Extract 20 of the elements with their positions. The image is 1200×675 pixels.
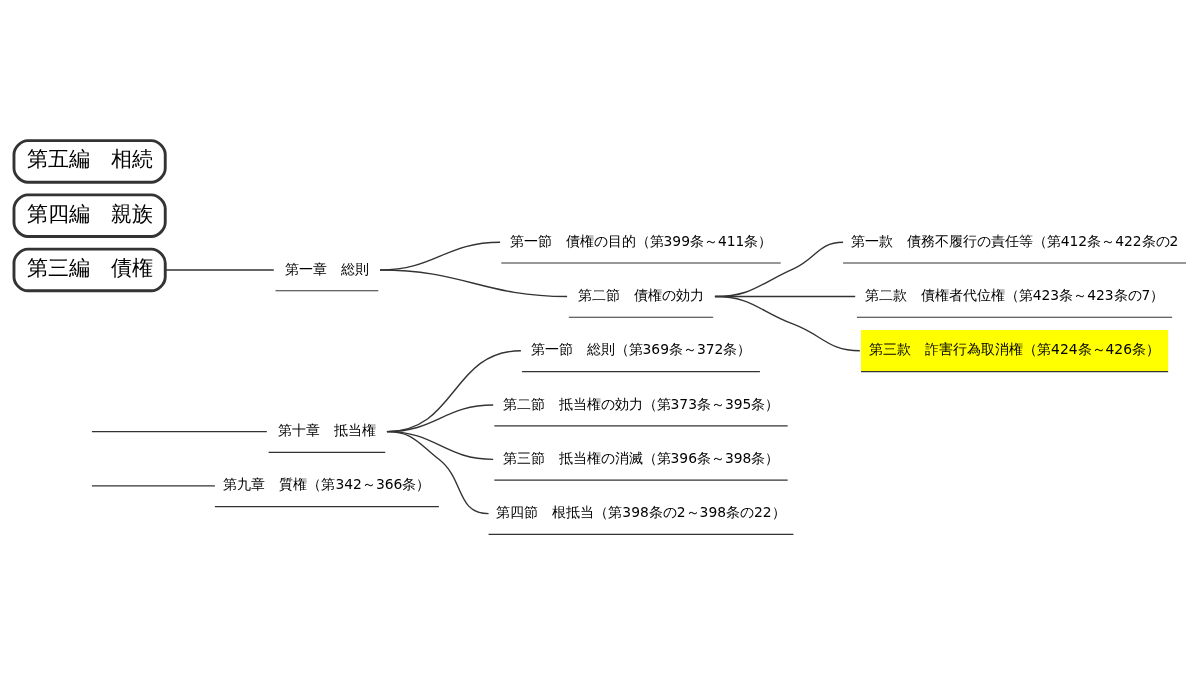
node-text: 第三節 抵当権の消滅（第396条～398条） bbox=[502, 449, 780, 466]
node-text: 第二款 債権者代位権（第423条～423条の7） bbox=[864, 287, 1165, 304]
node-text: 第一節 債権の目的（第399条～411条） bbox=[509, 232, 773, 249]
node-box: 第四編 親族 bbox=[12, 193, 167, 238]
node-box: 第三編 債権 bbox=[12, 247, 167, 293]
node-text: 第四節 根抵当（第398条の2～398条の22） bbox=[496, 504, 786, 521]
node-text: 第九章 質権（第342～366条） bbox=[223, 476, 431, 493]
node-text: 第十章 抵当権 bbox=[277, 422, 376, 439]
connector bbox=[714, 295, 861, 352]
connector bbox=[386, 430, 490, 515]
node-text: 第二節 債権の効力 bbox=[577, 287, 704, 304]
connector bbox=[379, 269, 568, 298]
node-box: 第五編 相続 bbox=[12, 139, 167, 184]
node-text: 第一章 総則 bbox=[284, 260, 369, 277]
node-text: 第一節 総則（第369条～372条） bbox=[530, 341, 752, 358]
connector bbox=[164, 269, 275, 271]
connector bbox=[91, 485, 216, 487]
connector bbox=[91, 430, 268, 433]
node-text: 第一款 債務不履行の責任等（第412条～422条の2 bbox=[850, 232, 1179, 249]
node-text: 第二節 抵当権の効力（第373条～395条） bbox=[502, 395, 780, 412]
